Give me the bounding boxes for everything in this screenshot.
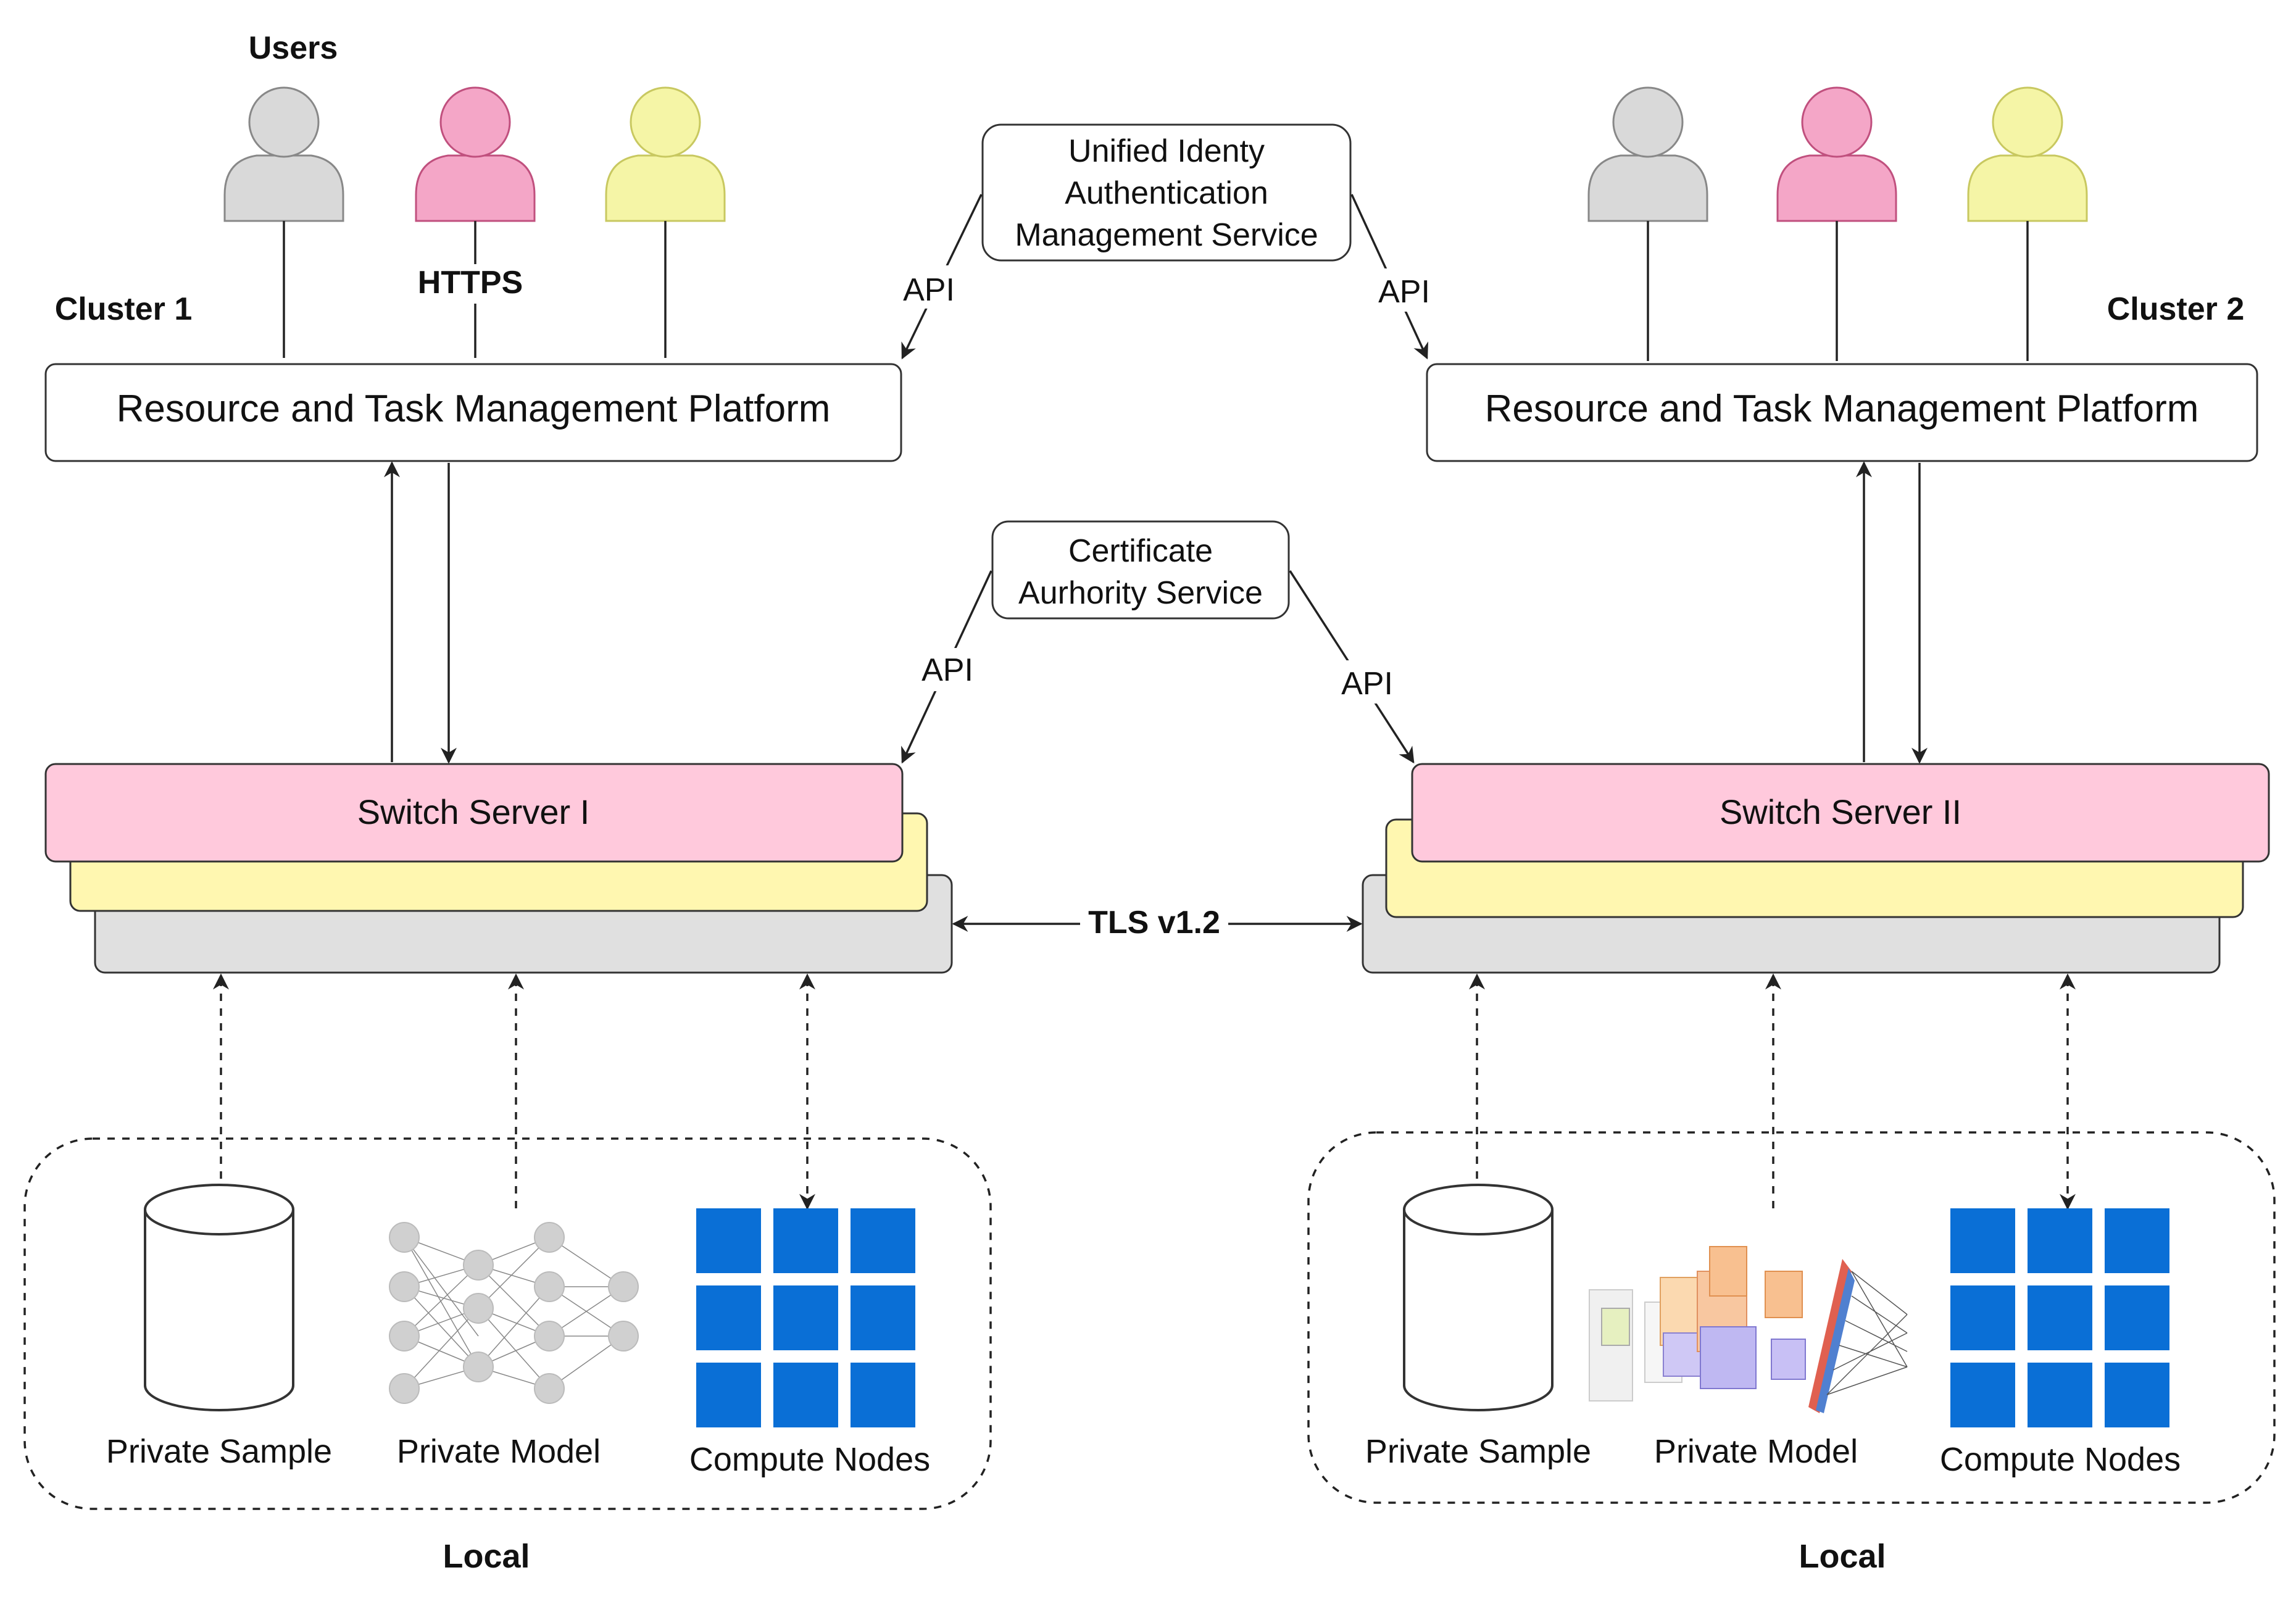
ca-service-line1: Certificate bbox=[1068, 533, 1213, 569]
compute-node-cell bbox=[2028, 1363, 2092, 1427]
user-icon-pink-left bbox=[415, 86, 536, 222]
compute-node-cell bbox=[2028, 1208, 2092, 1273]
user-icon-yellow-left bbox=[605, 86, 726, 222]
compute-node-cell bbox=[2105, 1208, 2169, 1273]
api-label-ca-left: API bbox=[921, 652, 973, 688]
local-label-left: Local bbox=[443, 1538, 530, 1575]
user-icon-gray-left bbox=[223, 86, 344, 222]
switch-server-box-left bbox=[44, 763, 904, 863]
local-container-left bbox=[23, 1137, 992, 1510]
local-container-right bbox=[1307, 1131, 2276, 1504]
compute-node-cell bbox=[773, 1363, 838, 1427]
cluster1-label: Cluster 1 bbox=[55, 291, 193, 327]
users-label: Users bbox=[249, 30, 338, 66]
switch-server-title-left: Switch Server I bbox=[357, 792, 590, 831]
platform-title-right: Resource and Task Management Platform bbox=[1485, 388, 2199, 430]
compute-node-cell bbox=[1950, 1208, 2015, 1273]
compute-node-cell bbox=[1950, 1363, 2015, 1427]
compute-node-cell bbox=[851, 1285, 915, 1350]
api-label-identity-left: API bbox=[903, 272, 955, 308]
user-icon-yellow-right bbox=[1967, 86, 2088, 222]
compute-node-cell bbox=[2105, 1285, 2169, 1350]
database-icon-left bbox=[144, 1184, 294, 1411]
cluster2-label: Cluster 2 bbox=[2107, 291, 2245, 327]
user-icon-gray-right bbox=[1587, 86, 1708, 222]
compute-node-cell bbox=[696, 1285, 761, 1350]
ca-service-box bbox=[991, 520, 1290, 620]
tls-label: TLS v1.2 bbox=[1088, 905, 1220, 941]
platform-box-right bbox=[1426, 363, 2258, 462]
identity-service-line2: Authentication bbox=[1065, 175, 1268, 211]
compute-grid-icon-right bbox=[1950, 1208, 2169, 1427]
private-model-label-left: Private Model bbox=[397, 1433, 601, 1470]
platform-box-left bbox=[44, 363, 902, 462]
private-model-label-right: Private Model bbox=[1654, 1433, 1858, 1470]
compute-grid-icon-left bbox=[696, 1208, 915, 1427]
private-sample-label-left: Private Sample bbox=[106, 1433, 332, 1470]
switch-server-title-right: Switch Server II bbox=[1720, 792, 1961, 831]
private-sample-label-right: Private Sample bbox=[1365, 1433, 1591, 1470]
compute-node-cell bbox=[851, 1363, 915, 1427]
https-label: HTTPS bbox=[418, 265, 523, 301]
user-icon-pink-right bbox=[1776, 86, 1897, 222]
api-label-ca-right: API bbox=[1341, 666, 1393, 702]
platform-title-left: Resource and Task Management Platform bbox=[117, 388, 831, 430]
api-label-identity-right: API bbox=[1378, 274, 1430, 310]
compute-node-cell bbox=[696, 1208, 761, 1273]
compute-node-cell bbox=[2028, 1285, 2092, 1350]
compute-node-cell bbox=[2105, 1363, 2169, 1427]
local-label-right: Local bbox=[1799, 1538, 1886, 1575]
compute-node-cell bbox=[1950, 1285, 2015, 1350]
ca-service-line2: Aurhority Service bbox=[1018, 575, 1263, 611]
model-architecture-icon bbox=[1589, 1246, 1908, 1413]
identity-service-line1: Unified Identy bbox=[1068, 133, 1265, 169]
neural-network-icon bbox=[389, 1222, 639, 1404]
identity-service-line3: Management Service bbox=[1015, 217, 1318, 253]
identity-service-box bbox=[981, 123, 1352, 262]
compute-node-cell bbox=[773, 1208, 838, 1273]
database-icon-right bbox=[1403, 1184, 1554, 1411]
switch-server-box-right bbox=[1411, 763, 2270, 863]
compute-nodes-label-right: Compute Nodes bbox=[1940, 1441, 2181, 1478]
compute-nodes-label-left: Compute Nodes bbox=[689, 1441, 930, 1478]
compute-node-cell bbox=[773, 1285, 838, 1350]
compute-node-cell bbox=[696, 1363, 761, 1427]
compute-node-cell bbox=[851, 1208, 915, 1273]
